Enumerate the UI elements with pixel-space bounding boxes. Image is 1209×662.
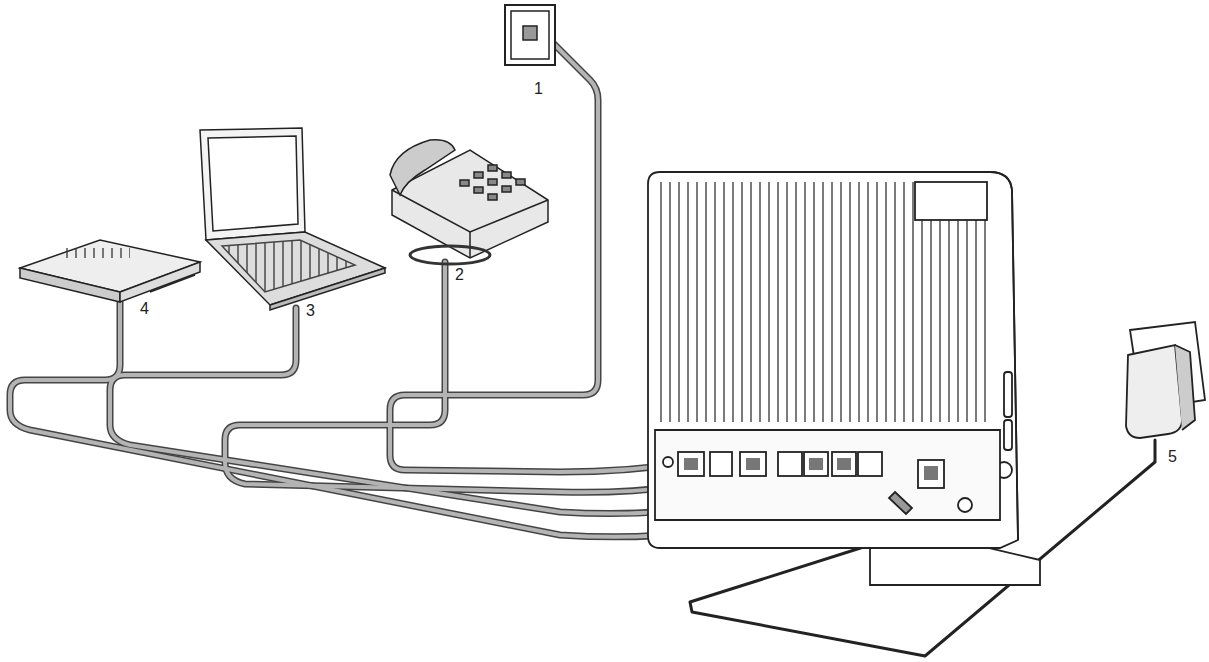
callout-number: 2 (455, 266, 464, 283)
telephone (390, 140, 548, 264)
callout-number: 1 (534, 80, 543, 97)
callout-number: 5 (1168, 448, 1177, 465)
callout-holder: 3 (306, 302, 315, 320)
laptop (200, 128, 385, 310)
router (648, 172, 1040, 585)
callout-holder: 2 (455, 266, 464, 284)
power-adapter (1126, 322, 1205, 438)
callout-number: 3 (306, 302, 315, 319)
set-top-box (20, 240, 200, 302)
cables (10, 38, 1155, 656)
callout-holder: 5 (1168, 448, 1177, 466)
callout-holder: 1 (534, 80, 543, 98)
callout-number: 4 (140, 300, 149, 317)
wall-jack (505, 5, 555, 65)
callout-holder: 4 (140, 300, 149, 318)
